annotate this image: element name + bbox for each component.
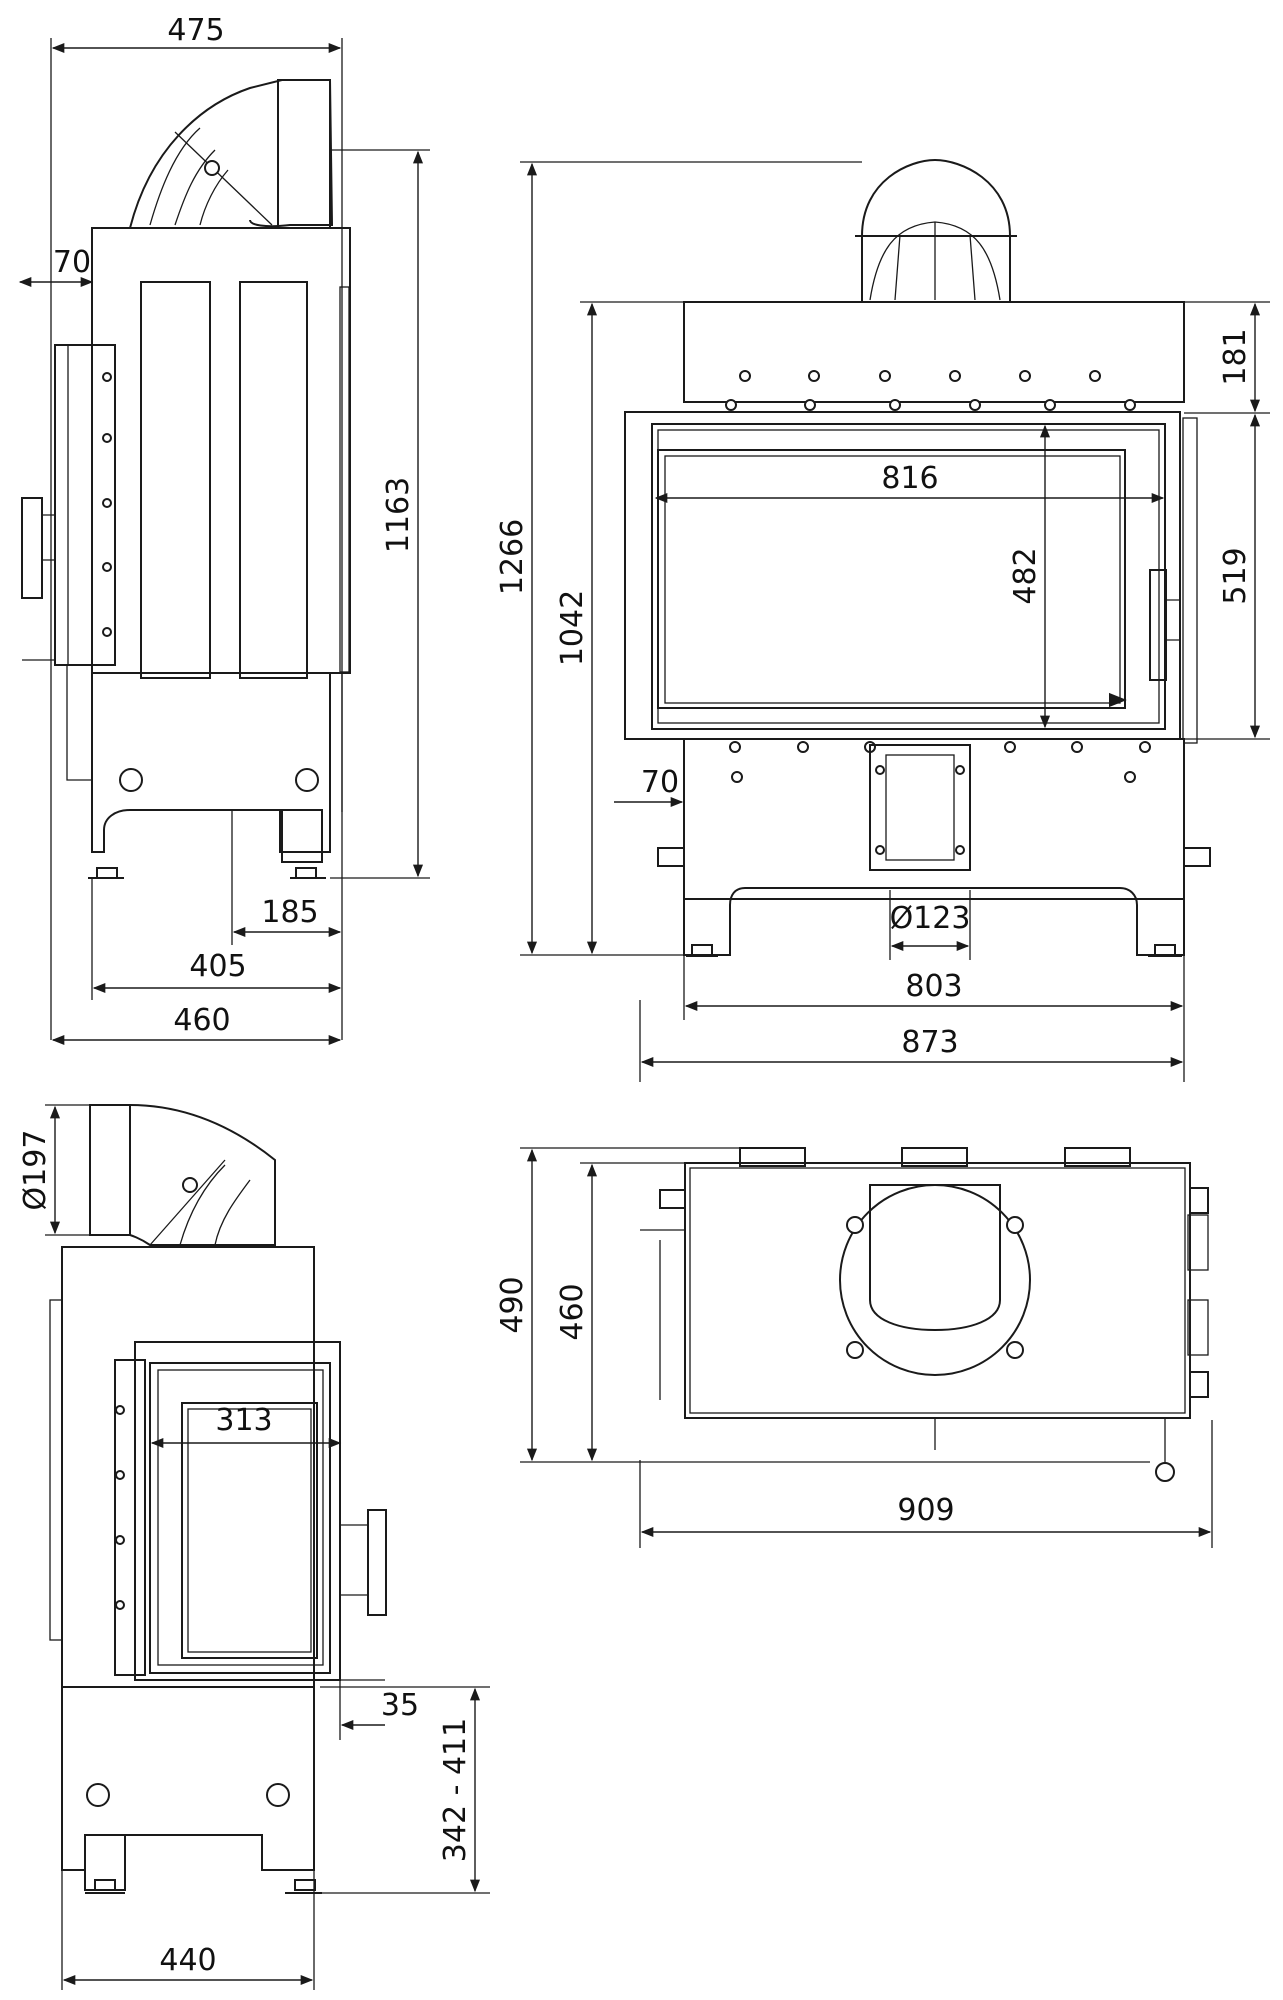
side-body-depth: 405 <box>189 949 246 984</box>
top-flue-ring <box>839 1184 1031 1376</box>
side2-total-depth: 440 <box>159 1943 216 1978</box>
front-view: 1266 1042 181 519 816 482 70 Ø123 803 8 <box>495 158 1270 1082</box>
side-handle <box>21 497 56 661</box>
side2-handle <box>340 1509 387 1681</box>
side-top-width: 475 <box>167 13 224 48</box>
top-body <box>684 1162 1191 1419</box>
side2-leg-height: 342 - 411 <box>438 1718 473 1862</box>
top-body-depth: 460 <box>555 1283 590 1340</box>
top-total-width: 909 <box>897 1493 954 1528</box>
front-handle <box>1149 417 1198 744</box>
side-body <box>91 227 351 674</box>
front-door <box>624 411 1181 740</box>
side-door-panel <box>54 344 116 666</box>
side2-glass-width: 313 <box>215 1403 272 1438</box>
top-dimensions: 490 460 909 <box>495 1147 1213 1548</box>
front-glass-width: 816 <box>881 461 938 496</box>
side-total-depth: 460 <box>173 1003 230 1038</box>
side-glass-right <box>239 281 308 679</box>
side2-base <box>61 1687 315 1871</box>
front-dimensions: 1266 1042 181 519 816 482 70 Ø123 803 8 <box>495 161 1270 1082</box>
side-right-dimensions: Ø197 313 35 342 - 411 440 <box>18 1104 490 1990</box>
side-view-left: 475 70 1163 185 405 460 <box>18 13 430 1046</box>
side-offset: 70 <box>53 245 91 280</box>
front-body-height: 1042 <box>555 590 590 666</box>
side-leg-gap: 185 <box>261 895 318 930</box>
front-air-inlet <box>869 744 971 871</box>
side2-door-offset: 35 <box>381 1688 419 1723</box>
front-glass-inner <box>657 449 1126 709</box>
front-flue <box>855 158 1017 302</box>
side2-door <box>114 1341 341 1681</box>
outlet-diameter: Ø197 <box>18 1130 53 1211</box>
front-outer-width: 873 <box>901 1025 958 1060</box>
front-inner-width: 803 <box>905 969 962 1004</box>
flue-elbow <box>129 79 334 231</box>
side-left-dimensions: 475 70 1163 185 405 460 <box>18 13 430 1046</box>
front-leg-offset: 70 <box>641 765 679 800</box>
side-glass-left <box>140 281 211 679</box>
side-height: 1163 <box>381 477 416 553</box>
front-overall-height: 1266 <box>495 519 530 595</box>
front-glass-height: 482 <box>1008 547 1043 604</box>
front-top-offset: 181 <box>1218 328 1253 385</box>
side-view-right: Ø197 313 35 342 - 411 440 <box>18 1104 490 1990</box>
outlet-elbow <box>89 1104 276 1246</box>
front-base <box>683 887 1185 956</box>
front-lower-body <box>683 738 1185 900</box>
front-upper-body <box>683 301 1185 403</box>
top-view: 490 460 909 <box>495 1147 1213 1548</box>
front-door-height: 519 <box>1218 547 1253 604</box>
front-inlet-diameter: Ø123 <box>890 901 971 936</box>
top-outer-depth: 490 <box>495 1276 530 1333</box>
